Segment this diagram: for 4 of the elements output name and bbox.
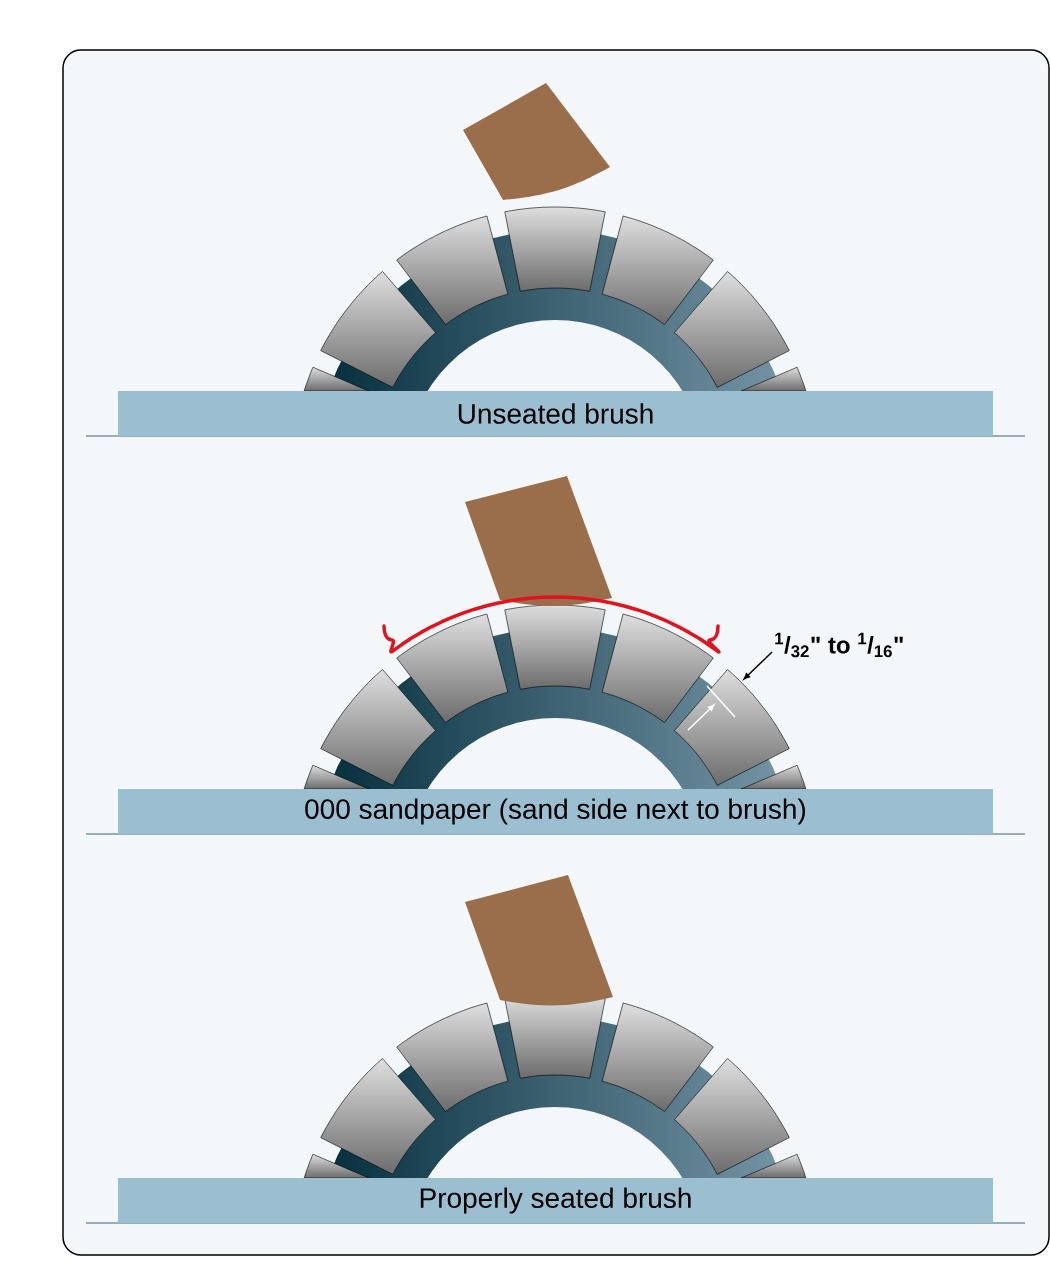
label-bar: 000 sandpaper (sand side next to brush) <box>118 789 993 834</box>
label-bar: Properly seated brush <box>118 1178 993 1223</box>
dimension-label: $^{1}$/$_{32}$" to $^{1}$/$_{16}$" <box>775 632 903 658</box>
label-bar: Unseated brush <box>118 391 993 436</box>
